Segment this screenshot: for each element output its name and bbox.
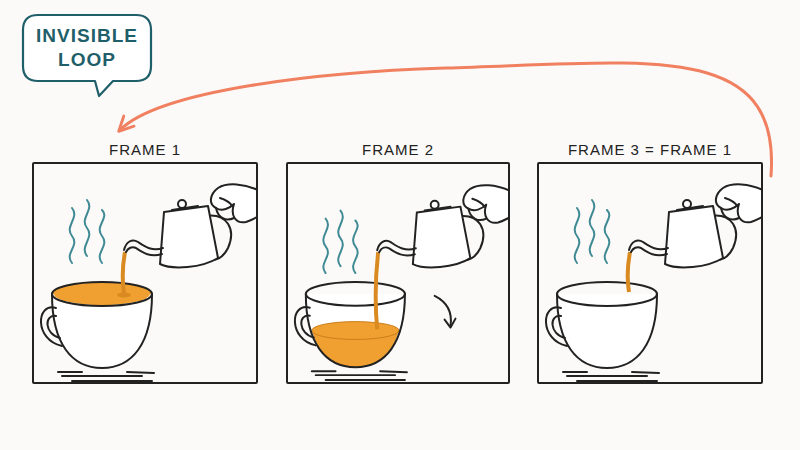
bubble-label: INVISIBLE LOOP: [36, 24, 138, 72]
frame-border: [32, 162, 258, 384]
frame-panel: FRAME 2: [286, 140, 510, 384]
frame-panel: FRAME 3 = FRAME 1: [537, 140, 763, 384]
frame-border: [537, 162, 763, 384]
empty-cup-illustration: [537, 168, 763, 388]
half-cup-illustration: [286, 168, 510, 388]
frame-heading: FRAME 2: [286, 140, 510, 162]
frame-heading: FRAME 1: [32, 140, 258, 162]
speech-bubble: INVISIBLE LOOP: [22, 14, 152, 82]
frame-heading: FRAME 3 = FRAME 1: [537, 140, 763, 162]
bubble-shape: [23, 15, 151, 96]
loop-arrow: [120, 63, 772, 176]
full-cup-illustration: [32, 168, 258, 388]
frame-border: [286, 162, 510, 384]
frame-panel: FRAME 1: [32, 140, 258, 384]
